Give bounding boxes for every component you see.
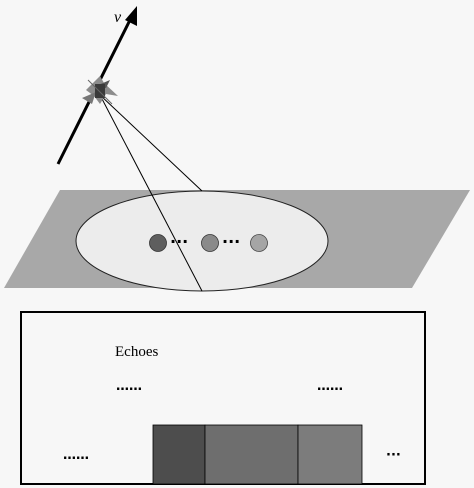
echo-dots-upper-right: …… bbox=[317, 379, 343, 394]
target-2 bbox=[201, 234, 219, 252]
target-1 bbox=[149, 234, 167, 252]
echo-dots-lower-left: …… bbox=[63, 448, 89, 463]
echoes-label: Echoes bbox=[115, 344, 158, 360]
echo-block-1 bbox=[152, 424, 206, 485]
target-dots-2: ··· bbox=[222, 232, 240, 251]
echo-block-3 bbox=[297, 424, 363, 485]
echo-block-2 bbox=[204, 424, 299, 485]
echo-dots-upper-left: …… bbox=[116, 379, 142, 394]
velocity-arrowhead bbox=[125, 6, 137, 26]
aircraft-icon bbox=[82, 76, 118, 105]
echo-dots-lower-right: ··· bbox=[386, 448, 401, 463]
beam-line-left bbox=[99, 94, 203, 292]
target-dots-1: ··· bbox=[170, 232, 188, 251]
target-3 bbox=[250, 234, 268, 252]
velocity-label: v bbox=[114, 9, 122, 26]
beam-line-right bbox=[99, 94, 203, 192]
